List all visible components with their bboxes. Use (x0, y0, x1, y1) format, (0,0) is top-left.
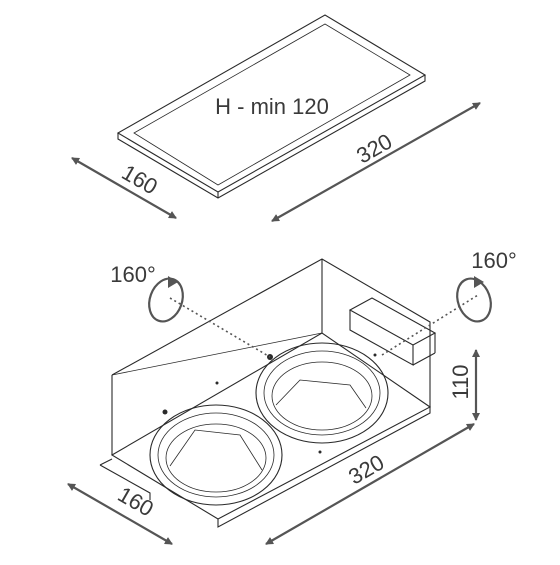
cutout-depth-label: 160 (118, 159, 162, 199)
cutout-height-label: H - min 120 (215, 94, 329, 119)
screw (318, 450, 322, 454)
cutout-plate (116, 14, 427, 199)
mounting-flange-tip (99, 458, 113, 466)
housing-depth-dimension-arrow (67, 483, 173, 545)
housing-height-label: 110 (448, 364, 473, 399)
lamp-reflector-right (275, 379, 367, 409)
rotation-right-label: 160° (471, 248, 517, 273)
housing-top-outline (111, 258, 431, 407)
cutout-opening (133, 23, 411, 186)
screw (373, 353, 377, 357)
rotation-icon-right (456, 276, 492, 323)
cutout-width-dimension-arrow (271, 102, 481, 222)
screw (215, 381, 219, 385)
junction-box-bottom (412, 352, 436, 366)
rotation-left-label: 160° (110, 262, 156, 287)
lamp-ring-right-middle (263, 350, 381, 436)
lamp-ring-left-inner (165, 423, 267, 493)
housing-width-dimension-arrow (265, 423, 475, 545)
lamp-ring-left-middle (157, 412, 275, 498)
rotation-icon-left (148, 276, 184, 323)
lamp-reflector-left (169, 429, 263, 471)
housing-inner-edge (111, 332, 323, 376)
screw (162, 409, 168, 415)
rotation-axis-left (169, 297, 271, 358)
lamp-ring-right (255, 342, 389, 444)
junction-box-top (348, 297, 437, 346)
housing-depth-label: 160 (114, 481, 158, 521)
junction-box-side (349, 310, 414, 366)
rotation-axis-right (381, 294, 479, 356)
lamp-ring-right-outer (255, 342, 389, 444)
cutout-width-label: 320 (352, 128, 396, 168)
lamp-ring-right-inner (271, 361, 373, 431)
cutout-depth-dimension-arrow (71, 157, 177, 219)
